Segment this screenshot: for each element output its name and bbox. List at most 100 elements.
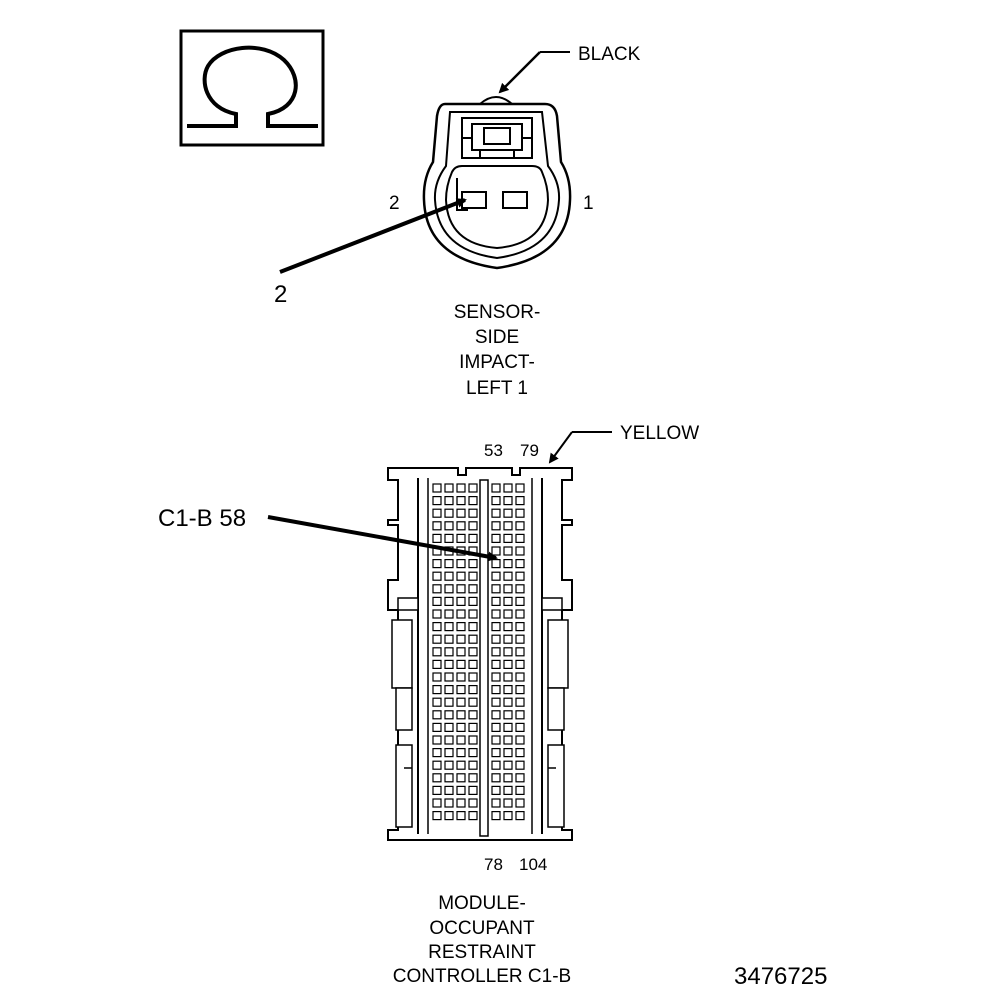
terminal-cavity: [468, 584, 478, 594]
terminal-cavity: [444, 609, 454, 619]
terminal-cavity: [468, 747, 478, 758]
terminal-cavity: [456, 584, 466, 594]
terminal-cavity: [432, 747, 442, 758]
terminal-cavity: [503, 521, 513, 531]
terminal-cavity: [515, 571, 525, 581]
terminal-cavity: [491, 710, 501, 720]
terminal-cavity: [432, 496, 442, 506]
cavity-grid: [432, 483, 525, 821]
terminal-cavity: [468, 785, 478, 796]
terminal-cavity: [468, 697, 478, 707]
terminal-cavity: [468, 722, 478, 733]
terminal-cavity: [515, 798, 525, 808]
terminal-cavity: [491, 521, 501, 531]
terminal-cavity: [468, 810, 478, 821]
terminal-cavity: [491, 773, 501, 783]
terminal-cavity: [503, 672, 513, 682]
terminal-cavity: [503, 571, 513, 581]
terminal-cavity: [456, 558, 466, 569]
terminal-cavity: [432, 722, 442, 733]
terminal-cavity: [432, 785, 442, 796]
terminal-cavity: [491, 647, 501, 657]
terminal-cavity: [432, 735, 442, 745]
sensor-title-line: LEFT 1: [466, 378, 528, 399]
terminal-cavity: [444, 735, 454, 745]
terminal-cavity: [503, 621, 513, 632]
terminal-cavity: [503, 735, 513, 745]
terminal-cavity: [432, 672, 442, 682]
terminal-cavity: [468, 533, 478, 544]
terminal-cavity: [503, 760, 513, 770]
terminal-cavity: [468, 621, 478, 632]
terminal-cavity: [468, 483, 478, 493]
terminal-cavity: [468, 735, 478, 745]
module-callout-arrow: [267, 515, 498, 562]
terminal-cavity: [491, 659, 501, 670]
terminal-cavity: [456, 684, 466, 695]
terminal-cavity: [468, 558, 478, 569]
terminal-cavity: [456, 483, 466, 493]
terminal-cavity: [444, 810, 454, 821]
terminal-cavity: [491, 596, 501, 607]
terminal-cavity: [444, 747, 454, 758]
terminal-cavity: [432, 760, 442, 770]
terminal-cavity: [515, 621, 525, 632]
sensor-pin-2-label: 2: [389, 193, 400, 214]
terminal-cavity: [432, 659, 442, 670]
terminal-cavity: [456, 672, 466, 682]
terminal-cavity: [432, 533, 442, 544]
sensor-connector: [422, 96, 572, 270]
terminal-cavity: [503, 496, 513, 506]
module-pin-53-label: 53: [484, 441, 503, 460]
terminal-cavity: [432, 483, 442, 493]
terminal-cavity: [456, 533, 466, 544]
sensor-title: SENSOR- SIDE IMPACT- LEFT 1: [454, 302, 541, 399]
terminal-cavity: [491, 785, 501, 796]
terminal-cavity: [515, 634, 525, 644]
terminal-cavity: [444, 697, 454, 707]
terminal-cavity: [468, 773, 478, 783]
terminal-cavity: [491, 546, 501, 556]
terminal-cavity: [491, 634, 501, 644]
terminal-cavity: [432, 810, 442, 821]
terminal-cavity: [444, 760, 454, 770]
terminal-cavity: [432, 634, 442, 644]
sensor-pin-1-label: 1: [583, 193, 594, 214]
terminal-cavity: [491, 672, 501, 682]
terminal-cavity: [491, 508, 501, 518]
terminal-cavity: [468, 659, 478, 670]
figure-number: 3476725: [734, 963, 827, 990]
terminal-cavity: [456, 596, 466, 607]
terminal-cavity: [432, 571, 442, 581]
terminal-cavity: [444, 621, 454, 632]
module-title: MODULE- OCCUPANT RESTRAINT CONTROLLER C1…: [393, 893, 571, 987]
terminal-cavity: [491, 697, 501, 707]
terminal-cavity: [503, 798, 513, 808]
terminal-cavity: [491, 684, 501, 695]
terminal-cavity: [444, 773, 454, 783]
terminal-cavity: [456, 621, 466, 632]
terminal-cavity: [432, 684, 442, 695]
terminal-cavity: [456, 785, 466, 796]
terminal-cavity: [468, 798, 478, 808]
terminal-cavity: [515, 722, 525, 733]
black-color-label: BLACK: [578, 44, 641, 65]
terminal-cavity: [444, 710, 454, 720]
terminal-cavity: [432, 584, 442, 594]
terminal-cavity: [456, 798, 466, 808]
terminal-cavity: [432, 647, 442, 657]
terminal-cavity: [444, 584, 454, 594]
terminal-cavity: [468, 684, 478, 695]
terminal-cavity: [515, 785, 525, 796]
terminal-cavity: [444, 521, 454, 531]
terminal-cavity: [503, 584, 513, 594]
terminal-cavity: [456, 521, 466, 531]
terminal-cavity: [491, 722, 501, 733]
terminal-cavity: [515, 810, 525, 821]
terminal-cavity: [503, 773, 513, 783]
terminal-cavity: [515, 558, 525, 569]
terminal-cavity: [503, 634, 513, 644]
terminal-cavity: [468, 571, 478, 581]
terminal-cavity: [515, 672, 525, 682]
